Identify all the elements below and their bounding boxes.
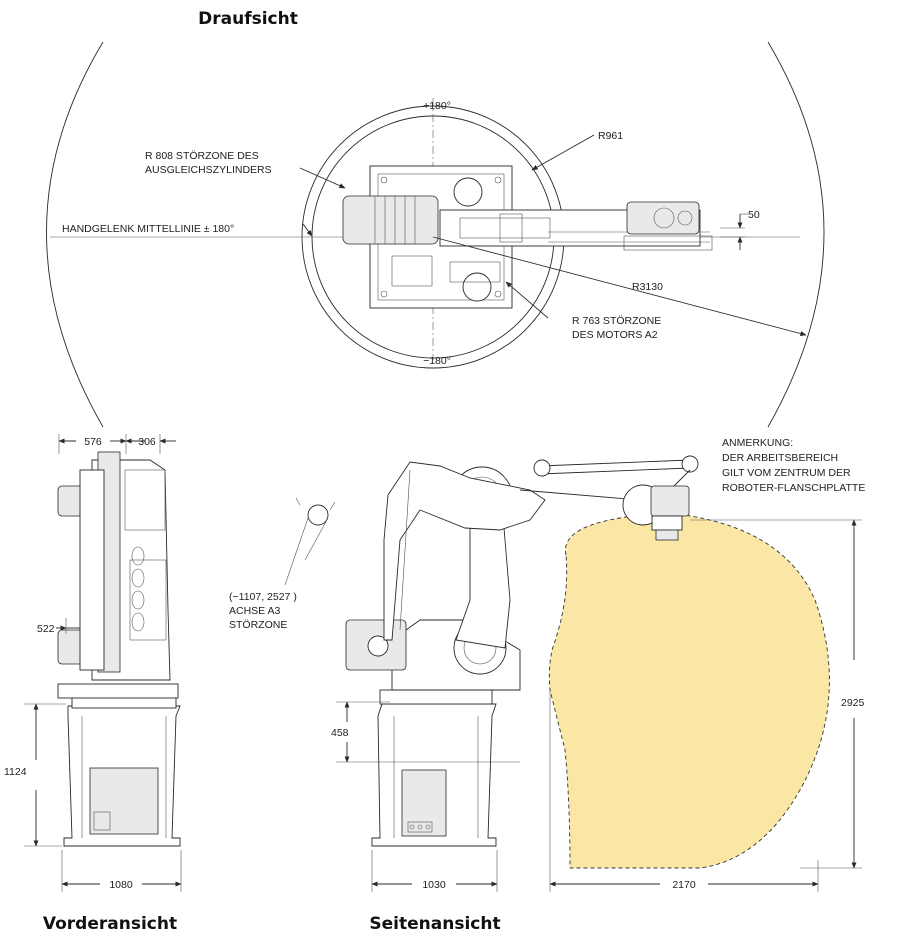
view-title-side: Seitenansicht — [369, 914, 500, 934]
dim-458: 458 — [331, 727, 349, 739]
dim-1080: 1080 — [109, 879, 133, 891]
angle-plus-label: +180° — [423, 100, 451, 112]
a3-label-line3: STÖRZONE — [229, 619, 287, 631]
top-view: 50 +180° −180° R961 R 808 STÖRZONE DES A… — [46, 41, 825, 428]
top-motor-left — [342, 195, 439, 245]
dim-2925: 2925 — [841, 697, 865, 709]
r3130-label: R3130 — [632, 281, 663, 293]
view-title-front: Vorderansicht — [43, 914, 177, 934]
r808-label-line1: R 808 STÖRZONE DES — [145, 150, 259, 162]
r961-label: R961 — [598, 130, 623, 142]
reach-arc-left — [46, 41, 104, 428]
dim-576: 576 — [84, 436, 102, 448]
dim-522: 522 — [37, 623, 55, 635]
dim-306: 306 — [138, 436, 156, 448]
side-view: (−1107, 2527 ) ACHSE A3 STÖRZONE 458 103… — [229, 437, 865, 892]
wrist-centerline-label: HANDGELENK MITTELLINIE ± 180° — [62, 223, 234, 235]
top-wrist — [626, 201, 700, 235]
note-line1: ANMERKUNG: — [722, 437, 793, 449]
dim-2170: 2170 — [672, 879, 696, 891]
work-envelope[interactable] — [548, 511, 830, 869]
offset-50-label: 50 — [748, 209, 760, 221]
dim-1030: 1030 — [422, 879, 446, 891]
view-title-top: Draufsicht — [198, 9, 298, 29]
r763-label-line2: DES MOTORS A2 — [572, 329, 658, 341]
a3-label-line2: ACHSE A3 — [229, 605, 281, 617]
a3-label-line1: (−1107, 2527 ) — [229, 591, 297, 603]
r763-label-line1: R 763 STÖRZONE — [572, 315, 661, 327]
angle-minus-label: −180° — [423, 355, 451, 367]
reach-arc-right — [767, 41, 825, 428]
r808-label-line2: AUSGLEICHSZYLINDERS — [145, 164, 272, 176]
note-line2: DER ARBEITSBEREICH — [722, 452, 838, 464]
note-line3: GILT VOM ZENTRUM DER — [722, 467, 851, 479]
note-line4: ROBOTER-FLANSCHPLATTE — [722, 482, 865, 494]
dim-1124: 1124 — [4, 766, 27, 778]
front-view: 576 306 522 1124 1080 — [4, 434, 182, 892]
